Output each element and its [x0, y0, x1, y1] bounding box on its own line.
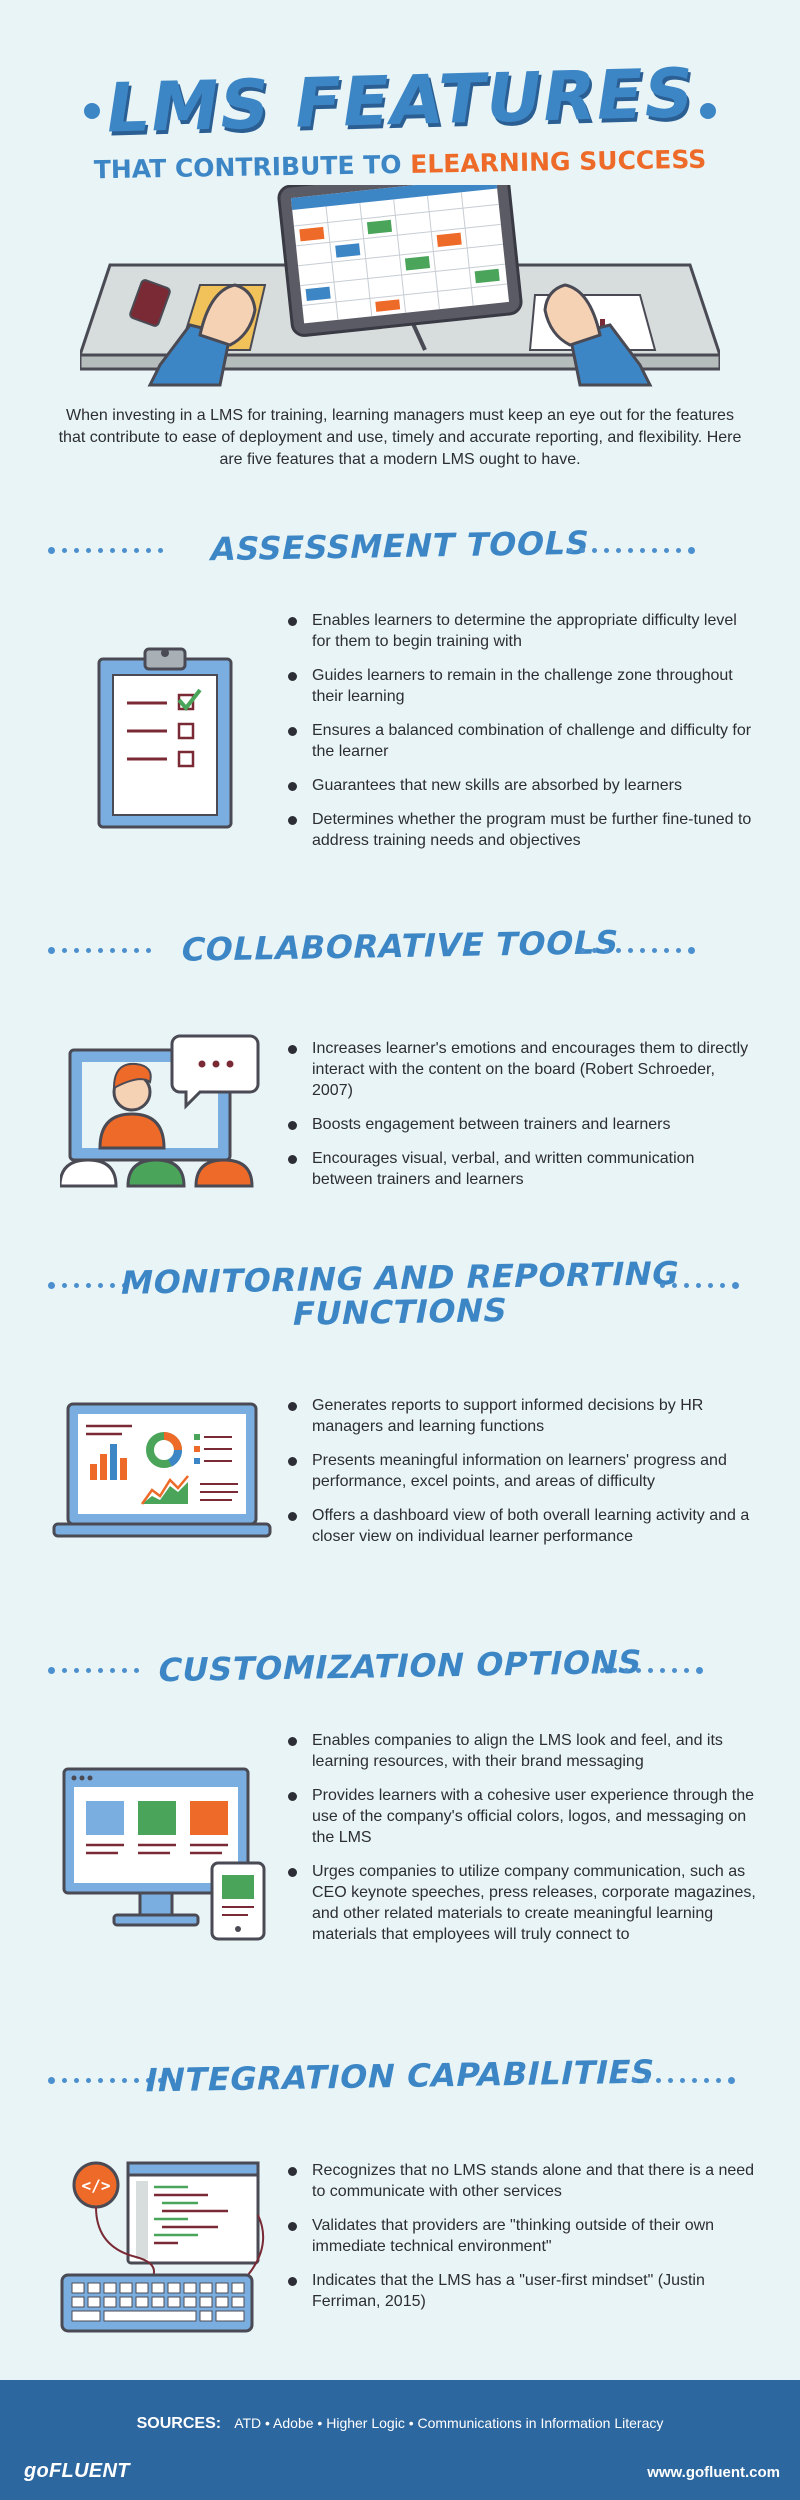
section-header: COLLABORATIVE TOOLS — [0, 923, 800, 970]
bullet-list: Enables learners to determine the approp… — [288, 610, 758, 864]
section-customization: CUSTOMIZATION OPTIONS Enables companies … — [0, 1643, 800, 2000]
tablet-desk-illustration — [80, 185, 720, 387]
list-item: Enables learners to determine the approp… — [288, 610, 758, 652]
website-link[interactable]: www.gofluent.com — [647, 2464, 780, 2481]
section-title: COLLABORATIVE TOOLS — [177, 923, 623, 969]
dots-left — [48, 1667, 146, 1674]
section-title: ASSESSMENT TOOLS — [207, 523, 593, 569]
title-dot-right — [700, 103, 716, 119]
dots-right — [660, 1282, 746, 1289]
section-header: CUSTOMIZATION OPTIONS — [0, 1643, 800, 1690]
list-item: Encourages visual, verbal, and written c… — [288, 1148, 758, 1190]
footer: SOURCES: ATD • Adobe • Higher Logic • Co… — [0, 2380, 800, 2500]
sources: SOURCES: ATD • Adobe • Higher Logic • Co… — [0, 2415, 800, 2433]
svg-text:</>: </> — [82, 2176, 111, 2195]
gofluent-logo: goFLUENT — [24, 2460, 130, 2482]
laptop-dashboard-icon — [52, 1402, 272, 1538]
page-title: LMS FEATURES — [100, 54, 700, 149]
section-header: INTEGRATION CAPABILITIES — [0, 2053, 800, 2100]
section-title: INTEGRATION CAPABILITIES — [141, 2052, 659, 2100]
sources-list: ATD • Adobe • Higher Logic • Communicati… — [234, 2415, 664, 2431]
intro-text: When investing in a LMS for training, le… — [58, 407, 742, 468]
dots-right — [568, 547, 702, 554]
dots-left — [48, 2077, 182, 2084]
list-item: Recognizes that no LMS stands alone and … — [288, 2160, 758, 2202]
title-dot-left — [84, 103, 100, 119]
section-header: ASSESSMENT TOOLS — [0, 524, 800, 570]
list-item: Urges companies to utilize company commu… — [288, 1861, 758, 1945]
dots-right — [600, 1667, 710, 1674]
dots-left — [48, 1282, 134, 1289]
list-item: Offers a dashboard view of both overall … — [288, 1505, 758, 1547]
bullet-list: Increases learner's emotions and encoura… — [288, 1038, 758, 1203]
list-item: Determines whether the program must be f… — [288, 809, 758, 851]
section-monitoring: MONITORING AND REPORTING FUNCTIONS Gener… — [0, 1254, 800, 1575]
video-chat-icon — [60, 1034, 260, 1188]
section-integration: INTEGRATION CAPABILITIES </> Recognizes … — [0, 2053, 800, 2360]
section-header: MONITORING AND REPORTING FUNCTIONS — [0, 1254, 800, 1333]
bullet-list: Enables companies to align the LMS look … — [288, 1730, 758, 1958]
dots-left — [48, 547, 170, 554]
section-assessment: ASSESSMENT TOOLS Enables learners to det… — [0, 524, 800, 860]
dots-left — [48, 947, 158, 954]
list-item: Boosts engagement between trainers and l… — [288, 1114, 758, 1135]
list-item: Enables companies to align the LMS look … — [288, 1730, 758, 1772]
list-item: Validates that providers are "thinking o… — [288, 2215, 758, 2257]
sources-label: SOURCES: — [136, 2415, 222, 2432]
dots-right — [620, 2077, 742, 2084]
section-title: CUSTOMIZATION OPTIONS — [154, 1642, 646, 1690]
list-item: Increases learner's emotions and encoura… — [288, 1038, 758, 1101]
list-item: Guides learners to remain in the challen… — [288, 665, 758, 707]
bullet-list: Recognizes that no LMS stands alone and … — [288, 2160, 758, 2325]
list-item: Generates reports to support informed de… — [288, 1395, 758, 1437]
bullet-list: Generates reports to support informed de… — [288, 1395, 758, 1560]
list-item: Guarantees that new skills are absorbed … — [288, 775, 758, 796]
desktop-tablet-icon — [62, 1767, 266, 1941]
clipboard-checklist-icon — [97, 647, 233, 829]
list-item: Ensures a balanced combination of challe… — [288, 720, 758, 762]
dots-right — [580, 947, 702, 954]
page-subtitle: THAT CONTRIBUTE TO ELEARNING SUCCESS — [93, 144, 707, 185]
hero: LMS FEATURES THAT CONTRIBUTE TO ELEARNIN… — [0, 0, 800, 400]
list-item: Indicates that the LMS has a "user-first… — [288, 2270, 758, 2312]
code-keyboard-icon: </> — [60, 2161, 265, 2333]
list-item: Provides learners with a cohesive user e… — [288, 1785, 758, 1848]
section-collaborative: COLLABORATIVE TOOLS Increases learner's … — [0, 923, 800, 1220]
list-item: Presents meaningful information on learn… — [288, 1450, 758, 1492]
